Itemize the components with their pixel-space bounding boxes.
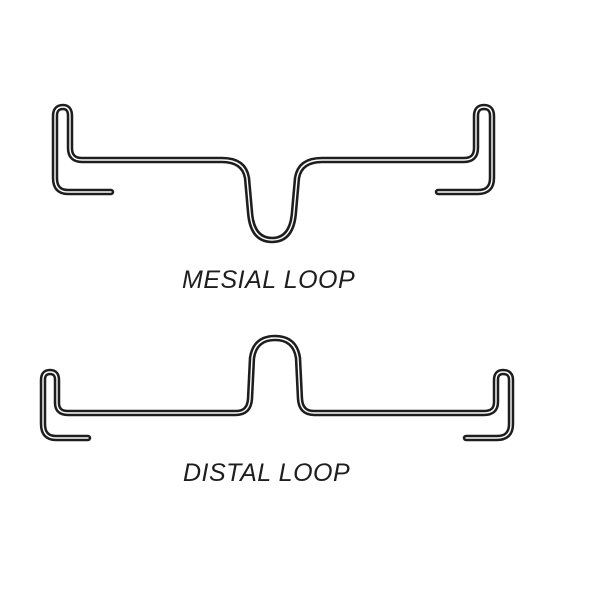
distal-loop-label: DISTAL LOOP xyxy=(183,459,351,487)
mesial-loop-label: MESIAL LOOP xyxy=(182,266,356,294)
distal-loop-wire xyxy=(39,334,515,442)
mesial-loop-wire xyxy=(51,103,496,244)
